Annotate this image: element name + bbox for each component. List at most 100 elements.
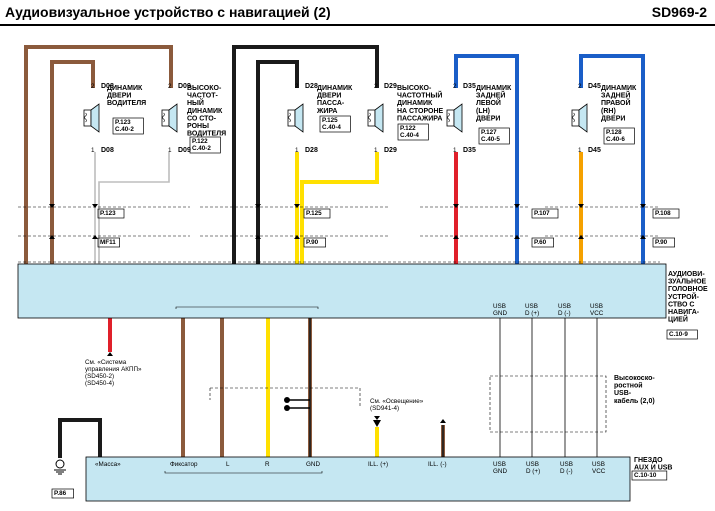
- speaker-5-icon-coil: [572, 112, 575, 123]
- speaker-0-pin-bot: 1: [91, 147, 95, 154]
- title-rule: [0, 24, 715, 26]
- speaker-1-pin-top: 2: [168, 83, 172, 90]
- speaker-5-connector-bot: D45: [588, 147, 601, 154]
- jack-aux-bracket: [164, 471, 323, 474]
- aux-splice-1: [284, 397, 290, 403]
- illum-arrow-2: [440, 419, 446, 423]
- fd-arrow-0: [49, 204, 55, 208]
- ground-symbol: [55, 459, 65, 469]
- jack-pin-name-6: ILL. (-): [428, 461, 447, 468]
- fd-arrow-7: [640, 204, 646, 208]
- speaker-2-pin-bot: 1: [295, 147, 299, 154]
- mf-arrow-6: [578, 235, 584, 239]
- fd-arrow-1: [92, 204, 98, 208]
- mf21-ref-frame: [303, 237, 326, 248]
- speaker-3-connector-bot: D29: [384, 147, 397, 154]
- speaker-1-icon-magnet: [161, 109, 170, 127]
- speaker-4-icon-coil: [447, 112, 450, 123]
- fd21-ref: P.125: [306, 210, 322, 217]
- speaker-2-connector-top: D28: [305, 83, 318, 90]
- fd41-ref: P.108: [655, 210, 671, 217]
- speaker-0-pin-top: 2: [91, 83, 95, 90]
- jack-block: [85, 456, 631, 502]
- speaker-2-icon-magnet: [287, 109, 296, 127]
- ground-ref-frame: [51, 488, 74, 499]
- aux-shield: [209, 387, 361, 408]
- fd31-ref: P.123: [100, 210, 116, 217]
- jack-ref: C.10-10: [634, 472, 657, 479]
- speaker-3-icon-coil: [368, 112, 371, 123]
- wire-ground: [58, 418, 102, 458]
- page-title: Аудиовизуальное устройство с навигацией …: [5, 4, 331, 20]
- mf11-ref-frame: [97, 237, 120, 248]
- mf-arrow-7: [640, 235, 646, 239]
- speaker-3-ref-frame: [397, 123, 429, 141]
- speaker-5-ref-frame: [603, 127, 635, 145]
- mf21b-ref-frame: [652, 237, 675, 248]
- jack-pin-name-4: GND: [306, 461, 320, 468]
- speaker-0-connector-top: D08: [101, 83, 114, 90]
- fd-arrow-5: [514, 204, 520, 208]
- module-layer: [17, 103, 667, 502]
- speaker-2-ref-frame: [319, 115, 351, 133]
- park-arrow: [107, 352, 113, 356]
- speaker-4-icon-magnet: [446, 109, 455, 127]
- jack-pin-name-3: R: [265, 461, 270, 468]
- speaker-4-icon-cone: [453, 103, 463, 133]
- mf-arrow-3: [294, 235, 300, 239]
- wire-d45-blue: [579, 54, 645, 305]
- fd21-ref-frame: [303, 208, 331, 219]
- wire-d29-yellow: [300, 152, 379, 305]
- aux-splice-2: [284, 405, 290, 411]
- mf-arrow-5: [514, 235, 520, 239]
- speaker-1-ref-frame: [189, 136, 221, 154]
- speaker-0-icon-cone: [90, 103, 100, 133]
- mf-arrow-2: [255, 235, 261, 239]
- ground-ref: P.86: [54, 490, 67, 497]
- speaker-5-pin-top: 2: [578, 83, 582, 90]
- header-bar: Аудиовизуальное устройство с навигацией …: [0, 0, 715, 26]
- fd31-ref-frame: [97, 208, 125, 219]
- speaker-5-icon-magnet: [571, 109, 580, 127]
- fd41-ref-frame: [652, 208, 680, 219]
- speaker-4-connector-bot: D35: [463, 147, 476, 154]
- head-unit-ref: C.10-9: [669, 331, 688, 338]
- jack-pin-name-1: Фиксатор: [170, 461, 198, 468]
- speaker-4-ref-frame: [478, 127, 510, 145]
- wire-d28-black-inner: [256, 60, 299, 305]
- wire-d35-blue: [454, 54, 519, 305]
- speaker-0-icon-magnet: [83, 109, 92, 127]
- jack-pin-name-2: L: [226, 461, 230, 468]
- jack-pin-name-5: ILL. (+): [368, 461, 388, 468]
- speaker-2-pin-top: 2: [295, 83, 299, 90]
- speaker-3-connector-top: D29: [384, 83, 397, 90]
- speaker-1-icon-coil: [162, 112, 165, 123]
- mf21b-ref: P.90: [655, 239, 668, 246]
- fd31b-ref-frame: [531, 208, 559, 219]
- speaker-4-connector-top: D35: [463, 83, 476, 90]
- speaker-1-pin-bot: 1: [168, 147, 172, 154]
- mf11b-ref: P.60: [534, 239, 547, 246]
- speaker-1-connector-bot: D09: [178, 147, 191, 154]
- mf-arrow-0: [49, 235, 55, 239]
- speaker-0-connector-bot: D08: [101, 147, 114, 154]
- wire-d29-black-outer: [232, 45, 379, 305]
